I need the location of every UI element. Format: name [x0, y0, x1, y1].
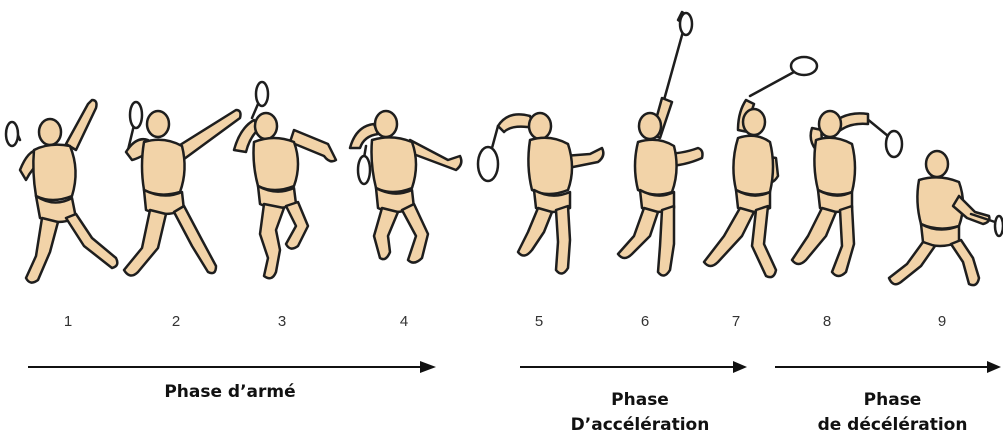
frame-number-6: 6	[640, 313, 650, 330]
frame-number-3: 3	[277, 313, 287, 330]
phase-arrowhead-arme	[420, 361, 436, 373]
phase-arrows	[28, 361, 1001, 373]
frame-number-7: 7	[731, 313, 741, 330]
phase-label-deceleration-line2: de décélération	[817, 415, 968, 435]
frame-number-9: 9	[937, 313, 947, 330]
phase-arrowhead-acceleration	[733, 361, 747, 373]
phase-label-acceleration-line1: Phase	[611, 390, 669, 410]
frame-number-1: 1	[63, 313, 73, 330]
frame-number-5: 5	[534, 313, 544, 330]
frame-number-2: 2	[171, 313, 181, 330]
frame-number-8: 8	[822, 313, 832, 330]
phase-label-deceleration: Phase de décélération	[790, 388, 995, 438]
player-figure-7	[702, 55, 819, 279]
player-figure-6	[616, 10, 704, 277]
player-figure-8	[790, 109, 904, 278]
player-figure-4	[348, 109, 463, 264]
frame-number-4: 4	[399, 313, 409, 330]
player-figure-5	[476, 111, 605, 275]
phase-label-acceleration: Phase D’accélération	[540, 388, 740, 438]
phase-label-arme-line1: Phase d’armé	[164, 382, 296, 402]
player-figure-9	[887, 149, 1003, 287]
phase-label-acceleration-line2: D’accélération	[570, 415, 710, 435]
phase-label-arme: Phase d’armé	[130, 380, 330, 405]
phase-label-deceleration-line1: Phase	[863, 390, 922, 410]
player-figure-1	[4, 98, 119, 284]
player-figure-2	[122, 100, 242, 277]
phase-arrowhead-deceleration	[987, 361, 1001, 373]
player-figure-3	[232, 80, 338, 280]
